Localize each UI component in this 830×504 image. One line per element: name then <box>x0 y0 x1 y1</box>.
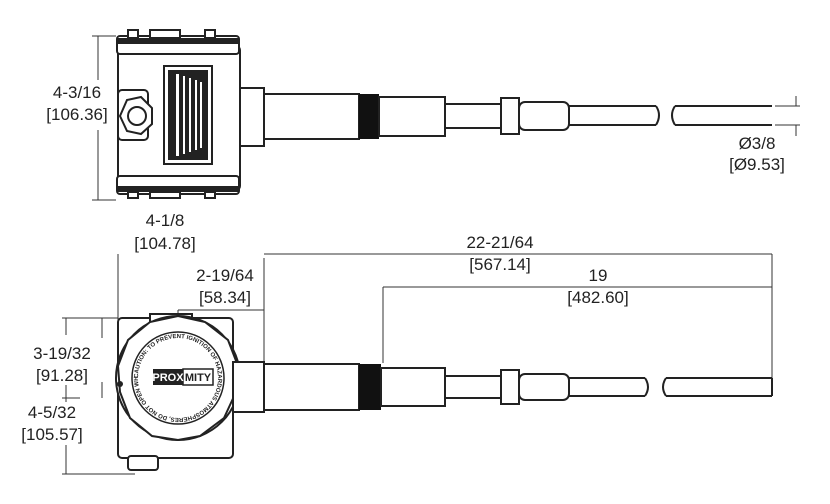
total-height-label: 4-5/32 <box>28 403 76 422</box>
total-height-mm-label: [105.57] <box>21 425 82 444</box>
cable-dia-mm-label: [Ø9.53] <box>729 155 785 174</box>
brand-right-text: MITY <box>185 372 212 384</box>
top-view <box>92 29 800 201</box>
overall-length-label: 22-21/64 <box>466 233 533 252</box>
side-height-mm-label: [91.28] <box>36 366 88 385</box>
side-height-label: 3-19/32 <box>33 344 91 363</box>
height-top-label: 4-3/16 <box>53 83 101 102</box>
width-mm-label: [104.78] <box>134 234 195 253</box>
side-view: CAUTION: TO PREVENT IGNITION OF HAZARDOU… <box>0 0 773 475</box>
body-offset-label: 2-19/64 <box>196 266 254 285</box>
overall-length-mm-label: [567.14] <box>469 255 530 274</box>
width-label: 4-1/8 <box>146 211 185 230</box>
probe-length-mm-label: [482.60] <box>567 288 628 307</box>
probe-length-label: 19 <box>589 266 608 285</box>
cable-dia-label: Ø3/8 <box>739 134 776 153</box>
height-top-mm-label: [106.36] <box>46 105 107 124</box>
body-offset-mm-label: [58.34] <box>199 288 251 307</box>
brand-left-text: PROX <box>152 372 184 384</box>
